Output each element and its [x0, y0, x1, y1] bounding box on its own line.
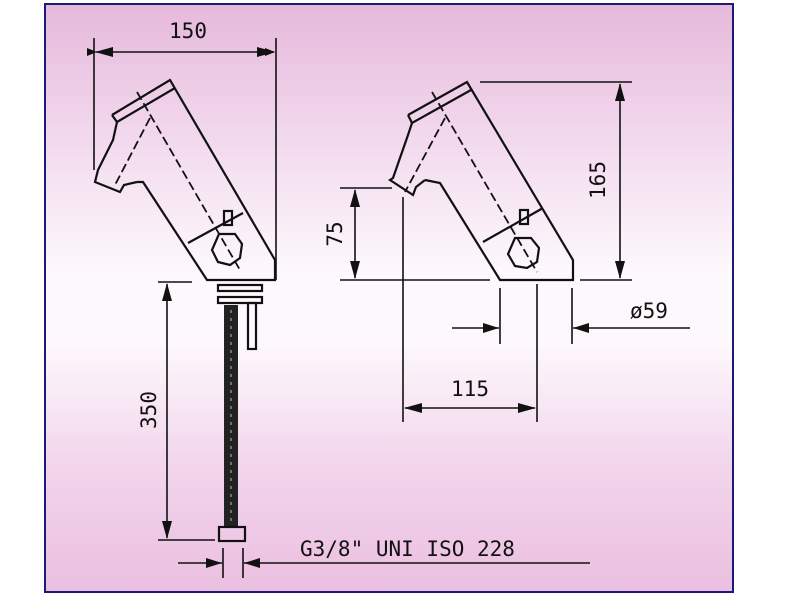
drawing-frame [44, 3, 734, 593]
dimension-350: 350 [137, 281, 215, 541]
dimension-label-115: 115 [451, 377, 489, 401]
faucet-body-left [93, 78, 277, 282]
supply-hose [216, 283, 264, 543]
dimension-label-165: 165 [586, 161, 610, 199]
dimension-label-150: 150 [169, 19, 207, 43]
side-view-with-hose: 150 350 [87, 19, 590, 578]
faucet-body-right [388, 80, 575, 282]
side-view: 165 75 115 ø59 [323, 80, 690, 422]
dimension-thread: G3/8" UNI ISO 228 [178, 537, 590, 578]
dimension-165: 165 [480, 81, 632, 281]
dimension-label-diameter: ø59 [630, 299, 668, 323]
dimension-label-75: 75 [323, 221, 347, 246]
dimension-115: 115 [402, 197, 538, 422]
dimension-diameter-59: ø59 [452, 288, 690, 344]
dimension-label-350: 350 [137, 391, 161, 429]
thread-spec-label: G3/8" UNI ISO 228 [300, 537, 515, 561]
dimension-75: 75 [323, 187, 490, 281]
dimension-150: 150 [87, 19, 277, 280]
